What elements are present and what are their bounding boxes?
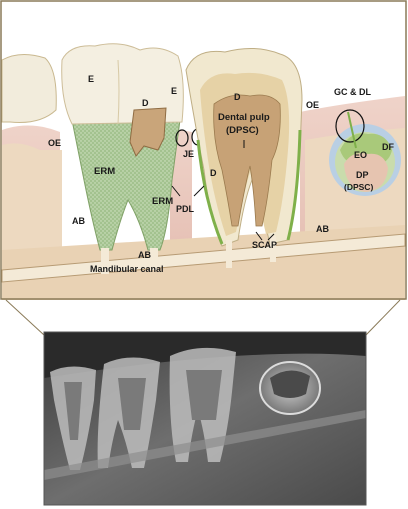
label-df: DF [382, 142, 394, 152]
label-e-1: E [88, 74, 94, 84]
pdl-leader-1 [171, 185, 181, 197]
panel-frame [0, 0, 407, 300]
xray-developing-crown [270, 370, 310, 398]
tooth-1-root [71, 119, 181, 251]
connector-line-left [5, 299, 45, 336]
je-circle-left [175, 129, 189, 147]
xray-panel [43, 331, 367, 506]
connector-line-right [365, 299, 401, 336]
scap-leader-1 [255, 231, 263, 241]
label-mandibular-canal: Mandibular canal [90, 264, 164, 274]
label-e-2: E [171, 86, 177, 96]
tooth-1-divider [117, 59, 120, 125]
tooth-1-root-canal-left [101, 248, 109, 274]
label-erm-1: ERM [94, 166, 115, 177]
label-ab-2: AB [138, 250, 151, 260]
tooth-2-root-canal-right [270, 236, 276, 262]
illustration-panel: E E D D D OE OE ERM ERM JE PDL AB AB AB … [0, 0, 407, 300]
left-partial-tooth [1, 54, 57, 123]
label-ab-1: AB [72, 216, 85, 226]
scap-leader-2 [267, 233, 275, 241]
xray-canal-band [44, 410, 366, 480]
label-d-3: D [210, 168, 217, 178]
label-d-1: D [142, 98, 149, 108]
tooth-2-root-canal-left [226, 240, 232, 268]
tooth-1-root-canal-right [150, 248, 158, 270]
label-oe-1: OE [48, 138, 61, 148]
xray-crypt-outline [259, 361, 321, 415]
pdl-leader-2 [193, 185, 205, 197]
label-scap: SCAP [252, 240, 277, 250]
label-ab-3: AB [316, 224, 329, 234]
xray-pulp-2 [118, 378, 146, 430]
tooth-1 [61, 43, 184, 274]
label-dpsc-1: (DPSC) [226, 125, 259, 136]
label-eo: EO [354, 150, 367, 160]
dental-papilla [344, 153, 388, 192]
label-erm-2: ERM [152, 196, 173, 207]
label-je: JE [183, 149, 194, 159]
label-gc-dl: GC & DL [334, 87, 372, 97]
tooth-2-green-lining [196, 129, 302, 245]
tooth-1-crown [61, 43, 184, 125]
gc-dl-circle [335, 109, 365, 143]
xray-frame [43, 331, 367, 506]
xray-pulp-3 [186, 370, 222, 420]
label-dpsc-2: (DPSC) [344, 182, 373, 192]
label-dp: DP [356, 170, 369, 180]
label-pdl: PDL [176, 204, 195, 214]
tooth-1-pulp-window [129, 107, 167, 157]
gubernacular-cord [347, 111, 357, 149]
tooth-2-pulp [213, 94, 281, 227]
xray-pulp-1 [64, 382, 82, 440]
label-oe-2: OE [306, 100, 319, 110]
developing-tooth [329, 109, 401, 196]
xray-pulp [64, 370, 222, 440]
label-dental-pulp: Dental pulp [218, 112, 270, 123]
label-d-2: D [234, 92, 241, 102]
